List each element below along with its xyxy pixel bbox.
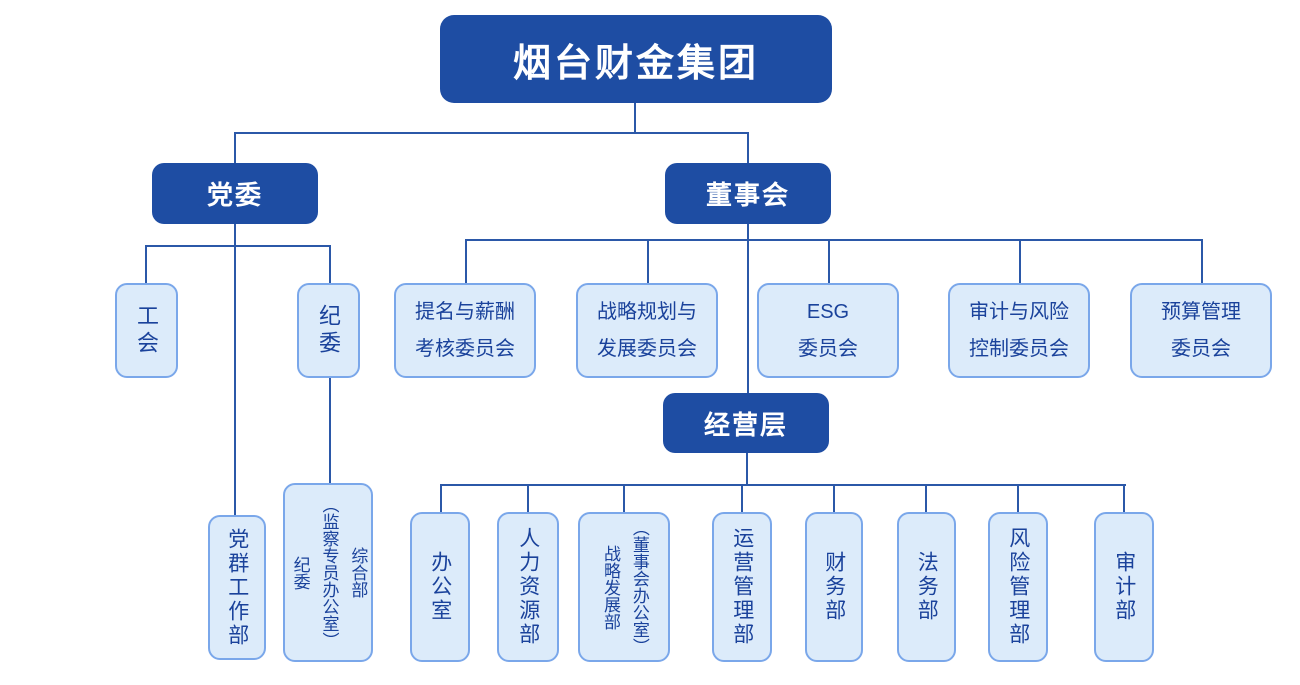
connector-line <box>741 484 743 512</box>
node-esg-committee: ESG 委员会 <box>757 283 899 378</box>
node-label: 纪委 <box>316 303 341 358</box>
connector-line <box>234 132 749 134</box>
node-hr-dept: 人力资源部 <box>497 512 559 662</box>
node-office: 办公室 <box>410 512 470 662</box>
connector-line <box>828 239 830 283</box>
connector-line <box>440 484 442 512</box>
connector-line <box>634 103 636 134</box>
connector-line <box>527 484 529 512</box>
node-group-root: 烟台财金集团 <box>440 15 832 103</box>
connector-line <box>440 484 1126 486</box>
node-nomination-remuneration-committee: 提名与薪酬 考核委员会 <box>394 283 536 378</box>
node-audit-risk-control-committee: 审计与风险 控制委员会 <box>948 283 1090 378</box>
node-management-layer: 经营层 <box>663 393 829 453</box>
node-label: 风险管理部 <box>1006 527 1030 647</box>
connector-line <box>746 453 748 485</box>
connector-line <box>145 245 147 283</box>
node-labor-union: 工会 <box>115 283 178 378</box>
node-label: 党群工作部 <box>225 527 249 648</box>
connector-line <box>1019 239 1021 283</box>
node-label: 财务部 <box>822 551 846 623</box>
node-label: 战略发展部 （董事会办公室） <box>601 519 649 655</box>
node-label: 运营管理部 <box>730 527 754 647</box>
connector-line <box>925 484 927 512</box>
connector-line <box>747 132 749 163</box>
node-label: 纪委 （监察专员办公室） 综合部 <box>290 496 368 649</box>
connector-line <box>234 132 236 163</box>
node-strategy-development-dept: 战略发展部 （董事会办公室） <box>578 512 670 662</box>
connector-line <box>465 239 1203 241</box>
connector-line <box>465 239 467 283</box>
node-audit-dept: 审计部 <box>1094 512 1154 662</box>
connector-line <box>623 484 625 512</box>
connector-line <box>329 245 331 283</box>
connector-line <box>833 484 835 512</box>
node-risk-management-dept: 风险管理部 <box>988 512 1048 662</box>
connector-line <box>647 239 649 283</box>
node-finance-dept: 财务部 <box>805 512 863 662</box>
node-budget-management-committee: 预算管理 委员会 <box>1130 283 1272 378</box>
node-party-committee: 党委 <box>152 163 318 224</box>
connector-line <box>747 224 749 393</box>
connector-line <box>1201 239 1203 283</box>
node-discipline-committee: 纪委 <box>297 283 360 378</box>
connector-line <box>1017 484 1019 512</box>
node-strategy-development-committee: 战略规划与 发展委员会 <box>576 283 718 378</box>
node-label: 人力资源部 <box>516 527 540 647</box>
node-label: 法务部 <box>915 551 939 623</box>
connector-line <box>329 378 331 483</box>
node-board-of-directors: 董事会 <box>665 163 831 224</box>
node-label: 审计部 <box>1112 551 1136 623</box>
connector-line <box>1123 484 1125 512</box>
node-discipline-general-dept: 纪委 （监察专员办公室） 综合部 <box>283 483 373 662</box>
connector-line <box>234 224 236 515</box>
node-label: 工会 <box>134 303 159 358</box>
node-operations-management-dept: 运营管理部 <box>712 512 772 662</box>
node-party-mass-work-dept: 党群工作部 <box>208 515 266 660</box>
connector-line <box>145 245 331 247</box>
node-label: 办公室 <box>428 551 452 623</box>
node-legal-dept: 法务部 <box>897 512 956 662</box>
